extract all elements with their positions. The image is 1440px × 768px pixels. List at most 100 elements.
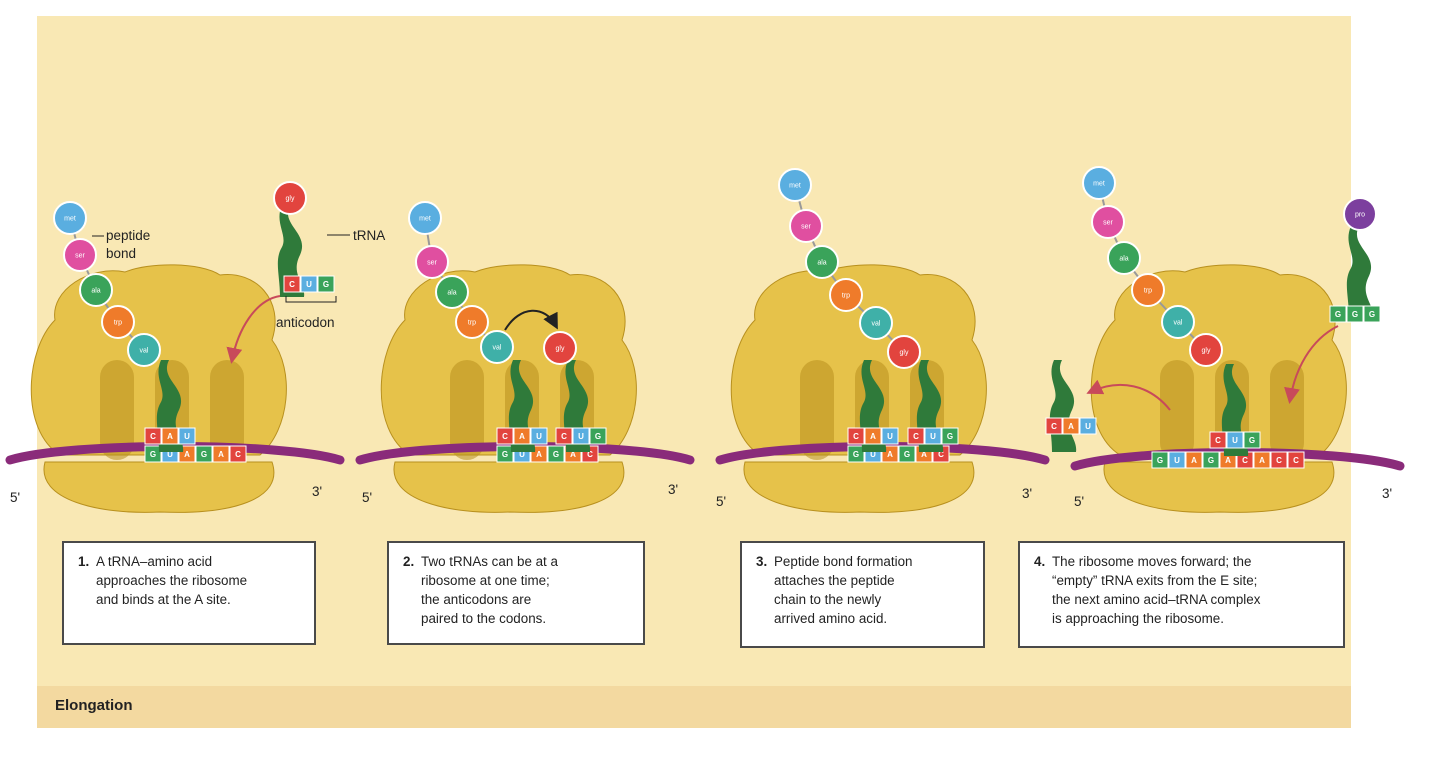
nucleotide-letter: U [870,450,876,459]
step-line: ribosome at one time; [421,573,550,588]
nucleotide-letter: U [1085,422,1091,431]
nucleotide [1209,431,1227,449]
nucleotide [847,445,865,463]
amino-acid-label: ala [817,260,826,267]
nucleotide-letter: G [947,432,953,441]
step-line: A tRNA–amino acid [96,554,213,569]
amino-acid-ser: ser [415,245,449,279]
three-prime-label: 3' [1022,486,1032,501]
nucleotide-letter: A [921,450,927,459]
amino-acid-label: ala [91,288,100,295]
nucleotide-letter: C [235,450,241,459]
nucleotide [1346,305,1364,323]
amino-acid-bead [273,181,307,215]
nucleotide-letter: U [930,432,936,441]
incoming-amino-acid-1: gly [273,181,307,215]
amino-acid-met: met [53,201,87,235]
amino-acid-label: val [1174,320,1183,327]
amino-acid-bead [455,305,489,339]
nucleotide [881,427,899,445]
five-prime-label: 5' [716,494,726,509]
nucleotide [1226,431,1244,449]
amino-acid-ala: ala [1107,241,1141,275]
amino-acid-gly: gly [1189,333,1223,367]
nucleotide-letter: G [1208,456,1214,465]
amino-acid-label: pro [1355,212,1365,219]
nucleotide [1253,451,1271,469]
three-prime-label: 3' [312,484,322,499]
step-line: attaches the peptide [774,573,895,588]
step-line: approaches the ribosome [96,573,248,588]
nucleotide [513,427,531,445]
trna-4-incoming [1346,226,1374,318]
nucleotide-letter: A [218,450,224,459]
amino-acid-label: val [140,348,149,355]
step-1-caption: 1.A tRNA–amino acid approaches the ribos… [62,541,316,645]
nucleotide-letter: A [167,432,173,441]
amino-acid-val: val [480,330,514,364]
e-site [800,360,834,460]
nucleotide [1243,431,1261,449]
amino-acid-bead [1107,241,1141,275]
nucleotide [1168,451,1186,469]
amino-acid-bead [1189,333,1223,367]
amino-acid-label: ser [427,260,437,267]
amino-acid-label: gly [1202,348,1211,355]
nucleotide-letter: G [1249,436,1255,445]
nucleotide [1287,451,1305,469]
amino-acid-ala: ala [435,275,469,309]
nucleotide-letter: C [938,450,944,459]
nucleotide [864,427,882,445]
nucleotide [530,427,548,445]
amino-acid-label: trp [114,320,122,327]
amino-acid-bead [127,333,161,367]
three-prime-label: 3' [668,482,678,497]
amino-acid-bead [53,201,87,235]
nucleotide-letter: G [904,450,910,459]
nucleotide [317,275,335,293]
nucleotide-letter: G [1335,310,1341,319]
amino-acid-met: met [778,168,812,202]
nucleotide-letter: C [1276,456,1282,465]
nucleotide-letter: U [519,450,525,459]
nucleotide-letter: A [1068,422,1074,431]
amino-acid-label: ser [801,224,811,231]
amino-acid-label: trp [1144,288,1152,295]
step-4-caption: 4.The ribosome moves forward; the “empty… [1018,541,1345,648]
amino-acid-label: val [872,321,881,328]
amino-acid-ser: ser [1091,205,1125,239]
step-line: chain to the newly [774,592,882,607]
amino-acid-gly-2: gly [543,331,577,365]
nucleotide [1151,451,1169,469]
nucleotide [1079,417,1097,435]
nucleotide-letter: C [1051,422,1057,431]
nucleotide [1045,417,1063,435]
ribosome-2 [380,264,637,513]
nucleotide [144,445,162,463]
amino-acid-trp: trp [455,305,489,339]
step-number: 2. [403,554,415,569]
nucleotide [941,427,959,445]
small-subunit [43,461,275,513]
amino-acid-label: ala [1119,256,1128,263]
nucleotide [496,445,514,463]
nucleotide-letter: A [536,450,542,459]
nucleotide-letter: A [184,450,190,459]
amino-acid-trp: trp [1131,273,1165,307]
amino-acid-bead [1161,305,1195,339]
trna-4-exiting [1049,360,1077,452]
nucleotide [178,427,196,445]
step-line: Peptide bond formation [774,554,913,569]
nucleotide-letter: A [519,432,525,441]
amino-acid-trp: trp [101,305,135,339]
nucleotide-letter: A [1225,456,1231,465]
amino-acid-ser: ser [63,238,97,272]
nucleotide [572,427,590,445]
amino-acid-bead [778,168,812,202]
step-number: 3. [756,554,768,569]
step-line: and binds at the A site. [96,592,231,607]
